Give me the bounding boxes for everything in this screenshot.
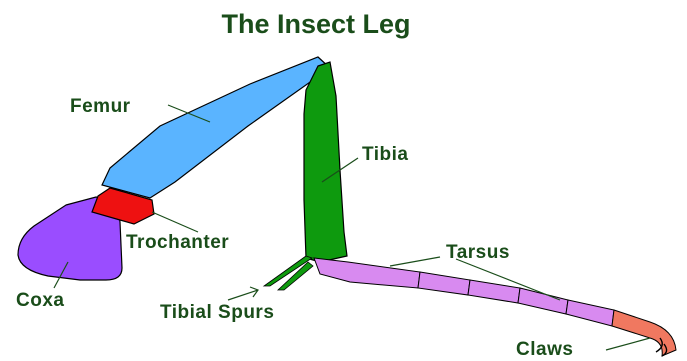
tarsus-label: Tarsus (446, 242, 510, 263)
tibia-label: Tibia (362, 144, 409, 165)
leader-line-claws (606, 338, 650, 350)
tibia-segment (304, 62, 347, 262)
claws-label: Claws (516, 339, 573, 360)
leader-line-tarsus-1 (390, 257, 440, 266)
leader-line-trochanter (152, 212, 198, 232)
femur-segment (102, 57, 330, 198)
tarsus-subsegment (518, 288, 568, 314)
tarsus-subsegment (566, 300, 614, 326)
femur-label: Femur (70, 96, 131, 117)
coxa-label: Coxa (16, 290, 64, 311)
tarsus-subsegment (314, 258, 420, 288)
trochanter-label: Trochanter (126, 232, 229, 253)
tarsus-subsegment (418, 272, 470, 295)
leader-line-tibial-spurs (228, 290, 258, 300)
diagram-title: The Insect Leg (221, 9, 410, 39)
tibial-spurs-label: Tibial Spurs (160, 302, 274, 323)
tarsus-subsegment (468, 280, 520, 303)
